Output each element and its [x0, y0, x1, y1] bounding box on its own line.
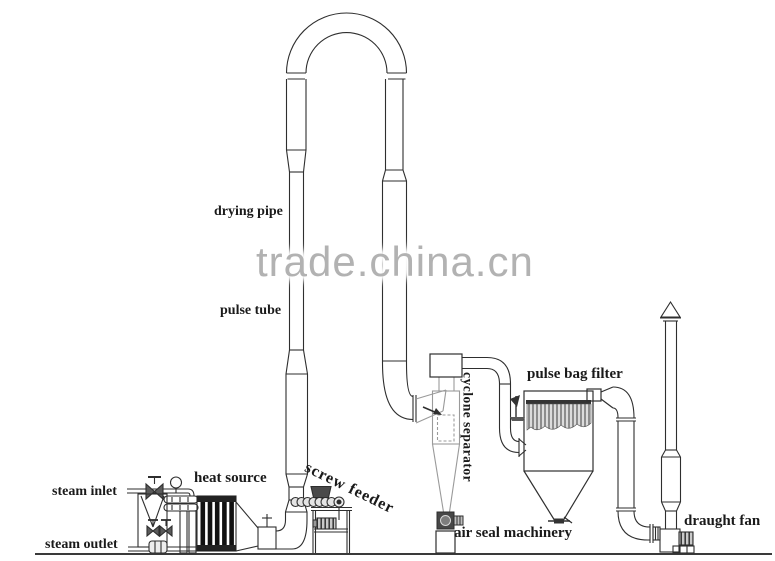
- filter-to-fan-pipe: [612, 386, 661, 543]
- cyclone-to-filter-pipe: [462, 356, 527, 457]
- watermark-text: trade.china.cn: [256, 238, 534, 285]
- cyclone-separator-unit: [415, 353, 464, 554]
- label-drying-pipe: drying pipe: [214, 204, 283, 219]
- drying-pipe-loop: [275, 12, 417, 550]
- label-pulse-bag-filter: pulse bag filter: [527, 366, 623, 382]
- label-draught-fan: draught fan: [684, 513, 761, 529]
- label-heat-source: heat source: [194, 470, 267, 486]
- label-steam-outlet: steam outlet: [45, 537, 118, 552]
- label-steam-inlet: steam inlet: [52, 484, 117, 499]
- label-air-seal-machinery: air seal machinery: [454, 525, 573, 541]
- screw-feeder-unit: [290, 485, 352, 553]
- stack-and-fan-unit: [659, 300, 695, 554]
- heat-source-unit: [127, 476, 277, 554]
- label-cyclone-separator: cyclone separator: [460, 372, 476, 483]
- label-pulse-tube: pulse tube: [220, 303, 282, 318]
- pulse-bag-filter-unit: [510, 386, 614, 524]
